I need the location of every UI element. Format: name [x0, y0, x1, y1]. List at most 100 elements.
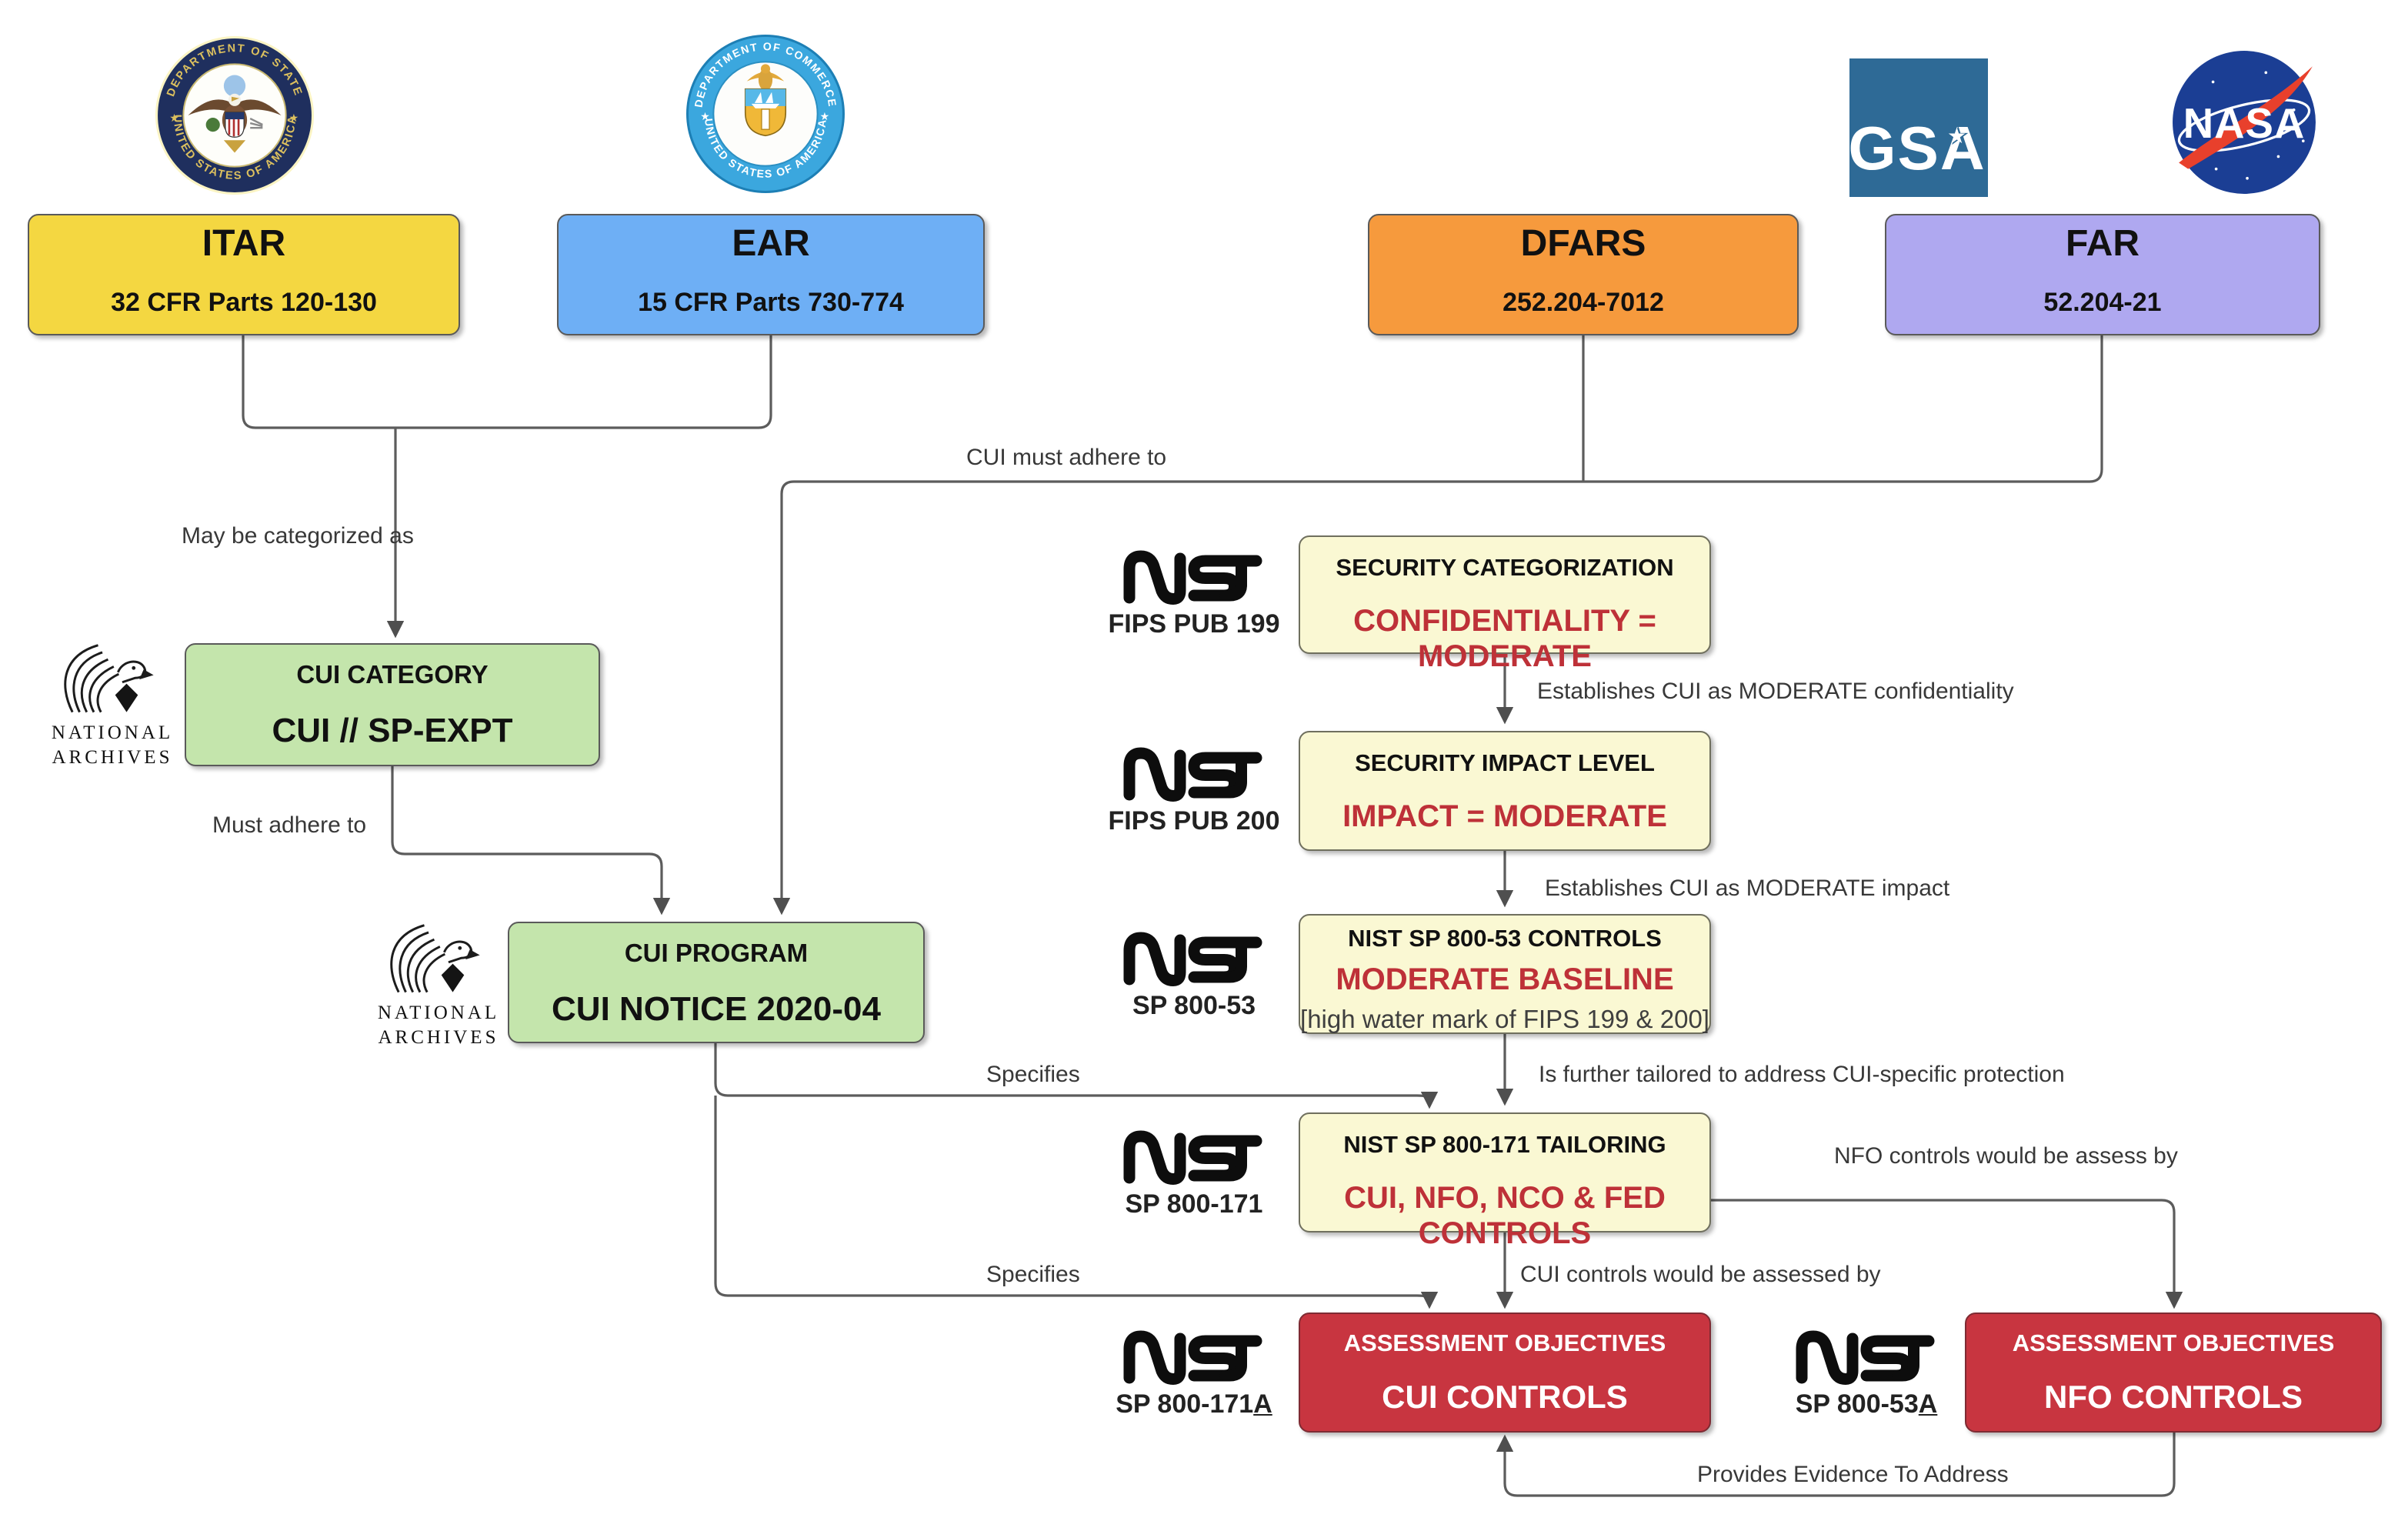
nist-ref-sp800171-label: SP 800-171	[1125, 1189, 1263, 1219]
edge-itar-ear-bracket	[242, 335, 772, 429]
nist-logo-icon	[1793, 1329, 1940, 1385]
archives-line1: NATIONAL	[51, 722, 174, 743]
nasa-text: NASA	[2183, 100, 2306, 147]
edge-label-specifies-1: Specifies	[986, 1062, 1080, 1088]
edge-label-cui-must-adhere: CUI must adhere to	[966, 445, 1167, 471]
assessment-cui-value: CUI CONTROLS	[1382, 1380, 1628, 1416]
sp80053a-prefix: SP 800-53	[1795, 1389, 1919, 1419]
security-impact-title: SECURITY IMPACT LEVEL	[1355, 751, 1655, 777]
nist-logo-icon	[1120, 1329, 1268, 1385]
sp800171-tailoring-value: CUI, NFO, NCO & FED CONTROLS	[1344, 1182, 1666, 1251]
assessment-cui-title: ASSESSMENT OBJECTIVES	[1343, 1331, 1666, 1357]
security-categorization-title: SECURITY CATEGORIZATION	[1336, 555, 1674, 582]
ear-title: EAR	[732, 223, 810, 265]
edge-label-est-impact: Establishes CUI as MODERATE impact	[1545, 876, 1950, 902]
node-sp800171-tailoring: NIST SP 800-171 TAILORING CUI, NFO, NCO …	[1299, 1112, 1711, 1251]
archives-line2: ARCHIVES	[378, 1026, 499, 1049]
edge-label-may-categorized: May be categorized as	[182, 523, 414, 549]
dfars-title: DFARS	[1520, 223, 1646, 265]
gsa-logo: GSA ★ ★	[1849, 58, 1988, 197]
edge-label-cui-assessed: CUI controls would be assessed by	[1520, 1262, 1881, 1288]
far-subtitle: 52.204-21	[2043, 288, 2162, 317]
cui-program-value: CUI NOTICE 2020-04	[552, 989, 881, 1028]
assessment-nfo-title: ASSESSMENT OBJECTIVES	[2012, 1331, 2335, 1357]
svg-text:★: ★	[289, 112, 299, 124]
svg-text:★: ★	[169, 112, 179, 124]
node-sp80053-controls: NIST SP 800-53 CONTROLS MODERATE BASELIN…	[1299, 914, 1711, 1034]
edge-tailoring-to-aonfo	[1711, 1199, 2183, 1309]
svg-text:★: ★	[820, 110, 830, 122]
node-cui-program: CUI PROGRAM CUI NOTICE 2020-04	[508, 922, 925, 1043]
edge-program-specifies-tailoring	[714, 1043, 1439, 1109]
node-assessment-nfo: ASSESSMENT OBJECTIVES NFO CONTROLS	[1965, 1313, 2382, 1433]
sp80053-controls-note: [high water mark of FIPS 199 & 200]	[1300, 1006, 1709, 1034]
assessment-nfo-value: NFO CONTROLS	[2044, 1380, 2303, 1416]
itar-subtitle: 32 CFR Parts 120-130	[111, 288, 377, 317]
cui-category-title: CUI CATEGORY	[296, 662, 489, 689]
eagle-icon	[390, 924, 482, 994]
edge-category-to-program	[391, 766, 671, 916]
nist-ref-fips199-label: FIPS PUB 199	[1108, 609, 1280, 639]
sp800171a-suffix: A	[1253, 1389, 1272, 1419]
nist-logo-icon	[1120, 1129, 1268, 1185]
node-security-impact: SECURITY IMPACT LEVEL IMPACT = MODERATE	[1299, 731, 1711, 851]
nist-ref-sp80053a-label: SP 800-53A	[1796, 1389, 1938, 1420]
edge-label-specifies-2: Specifies	[986, 1262, 1080, 1288]
node-far: FAR 52.204-21	[1885, 214, 2320, 335]
nist-logo-icon	[1120, 931, 1268, 986]
node-assessment-cui: ASSESSMENT OBJECTIVES CUI CONTROLS	[1299, 1313, 1711, 1433]
edge-program-specifies-aocui	[714, 1096, 1439, 1309]
archives-line1: NATIONAL	[377, 1002, 500, 1023]
ear-subtitle: 15 CFR Parts 730-774	[638, 288, 904, 317]
gsa-text: GSA	[1849, 114, 1986, 182]
archives-line2: ARCHIVES	[52, 746, 173, 769]
sp800171-tailoring-title: NIST SP 800-171 TAILORING	[1343, 1132, 1666, 1159]
edge-label-nfo-assess: NFO controls would be assess by	[1834, 1143, 2178, 1169]
nist-logo-icon	[1120, 746, 1268, 802]
node-security-categorization: SECURITY CATEGORIZATION CONFIDENTIALITY …	[1299, 535, 1711, 674]
cui-category-value: CUI // SP-EXPT	[272, 711, 513, 749]
sp80053-controls-title: NIST SP 800-53 CONTROLS	[1348, 926, 1662, 952]
edge-label-must-adhere: Must adhere to	[212, 812, 367, 839]
svg-text:★: ★	[1946, 122, 1969, 151]
far-title: FAR	[2066, 223, 2140, 265]
edge-label-further-tailored: Is further tailored to address CUI-speci…	[1539, 1062, 2065, 1088]
dfars-subtitle: 252.204-7012	[1502, 288, 1664, 317]
svg-text:★: ★	[1947, 124, 1966, 148]
department-of-state-seal: DEPARTMENT OF STATE UNITED STATES OF AME…	[155, 36, 314, 195]
cui-program-title: CUI PROGRAM	[624, 940, 809, 968]
edge-aonfo-evidence-aocui	[1496, 1433, 2176, 1497]
nist-ref-sp80053a: SP 800-53A	[1743, 1329, 1989, 1420]
national-archives-logo-2: NATIONAL ARCHIVES	[372, 920, 505, 1050]
nist-ref-sp800171a: SP 800-171A	[1071, 1329, 1317, 1420]
svg-text:★: ★	[700, 110, 710, 122]
national-archives-text: NATIONAL ARCHIVES	[378, 1000, 499, 1050]
national-archives-text: NATIONAL ARCHIVES	[52, 720, 173, 770]
nist-ref-sp800171a-label: SP 800-171A	[1116, 1389, 1272, 1420]
sp80053-controls-value: MODERATE BASELINE	[1336, 963, 1674, 997]
itar-title: ITAR	[202, 223, 286, 265]
node-dfars: DFARS 252.204-7012	[1368, 214, 1799, 335]
node-itar: ITAR 32 CFR Parts 120-130	[28, 214, 460, 335]
node-ear: EAR 15 CFR Parts 730-774	[557, 214, 985, 335]
security-impact-value: IMPACT = MODERATE	[1342, 800, 1667, 834]
nist-ref-fips200: FIPS PUB 200	[1071, 746, 1317, 837]
node-cui-category: CUI CATEGORY CUI // SP-EXPT	[185, 643, 600, 766]
department-of-commerce-seal: DEPARTMENT OF COMMERCE UNITED STATES OF …	[686, 35, 845, 193]
edge-far-to-cui-program	[772, 335, 2103, 916]
nist-ref-sp80053-label: SP 800-53	[1132, 991, 1256, 1020]
nasa-logo: NASA	[2173, 51, 2316, 194]
national-archives-logo-1: NATIONAL ARCHIVES	[46, 640, 178, 770]
sp800171a-prefix: SP 800-171	[1116, 1389, 1254, 1419]
sp80053a-suffix: A	[1918, 1389, 1938, 1419]
nist-logo-icon	[1120, 549, 1268, 605]
security-categorization-value: CONFIDENTIALITY = MODERATE	[1353, 605, 1656, 674]
nist-ref-fips199: FIPS PUB 199	[1071, 549, 1317, 640]
eagle-icon	[64, 644, 155, 714]
nist-ref-sp800171: SP 800-171	[1071, 1129, 1317, 1220]
nist-ref-sp80053: SP 800-53	[1071, 931, 1317, 1022]
nist-ref-fips200-label: FIPS PUB 200	[1108, 806, 1280, 836]
edge-label-provides-evidence: Provides Evidence To Address	[1697, 1462, 2009, 1488]
